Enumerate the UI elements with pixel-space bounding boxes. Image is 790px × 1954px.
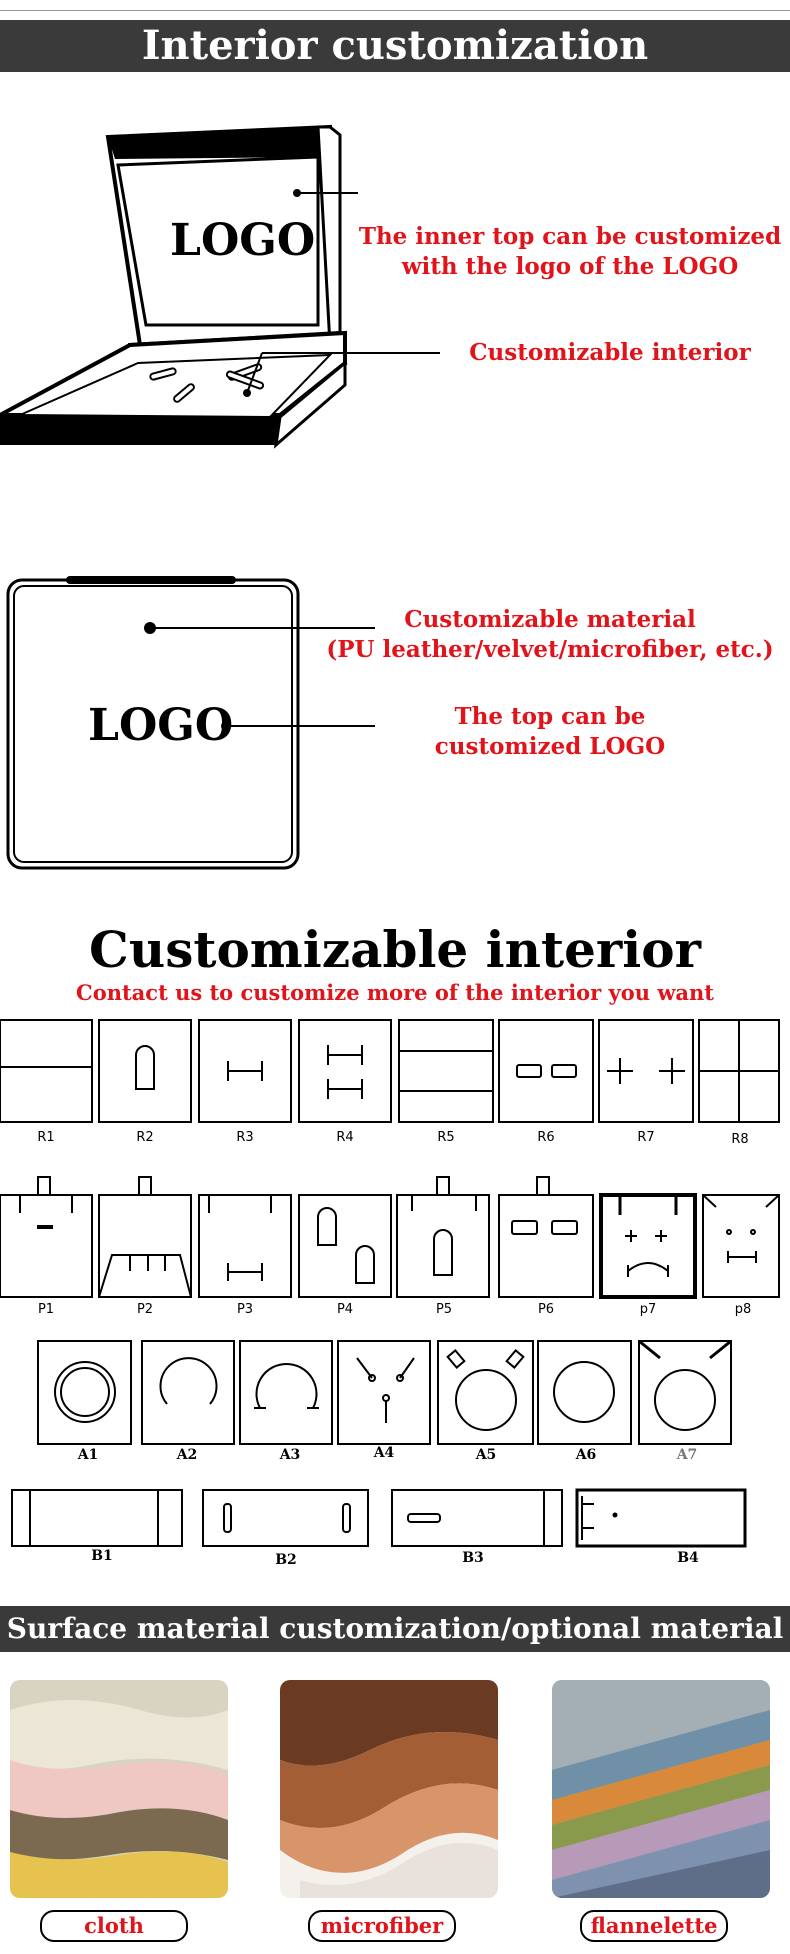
box2-logo: LOGO [88,700,234,751]
label-b2: B2 [275,1552,297,1568]
label-r6: R6 [537,1130,555,1145]
closed-box-illustration [6,576,375,870]
flannelette-image [552,1680,770,1898]
r-series-diagrams [0,1019,780,1123]
open-box-illustration [0,124,440,449]
cloth-image [10,1680,228,1898]
cloth-label: cloth [40,1910,188,1942]
label-r8: R8 [731,1132,749,1147]
label-a2: A2 [176,1447,198,1463]
top-rule [0,10,790,11]
box1-note-interior: Customizable interior [469,339,751,366]
interior-title: Customizable interior [89,920,701,979]
box1-note-line1: The inner top can be customized [358,223,782,250]
label-a6: A6 [575,1447,597,1463]
label-r7: R7 [637,1130,655,1145]
a-series-diagrams [37,1339,732,1445]
flannelette-label: flannelette [580,1910,728,1942]
label-p1: P1 [37,1302,55,1317]
label-p2: P2 [136,1302,154,1317]
label-b3: B3 [462,1550,484,1566]
label-a5: A5 [475,1447,497,1463]
cloth-swatch [10,1680,228,1898]
box2-material-line2: (PU leather/velvet/microfiber, etc.) [326,636,774,663]
label-a4: A4 [373,1445,395,1461]
box2-note-material: Customizable material (PU leather/velvet… [315,605,785,665]
interior-subtitle: Contact us to customize more of the inte… [75,980,715,1005]
banner-title: Interior customization [141,22,649,69]
microfiber-swatch [280,1680,498,1898]
box2-material-line1: Customizable material [404,606,696,633]
p-series-diagrams [0,1176,780,1299]
label-p4: P4 [336,1302,354,1317]
section-banner-interior: Interior customization [0,20,790,72]
label-a7: A7 [676,1447,698,1463]
b-series-diagrams [11,1488,747,1548]
box2-top-line1: The top can be [454,703,646,730]
box1-logo: LOGO [170,215,316,266]
label-p5: P5 [435,1302,453,1317]
label-r4: R4 [336,1130,354,1145]
label-p7: p7 [639,1302,657,1317]
flannelette-swatch [552,1680,770,1898]
label-a3: A3 [279,1447,301,1463]
label-r5: R5 [437,1130,455,1145]
box2-note-top: The top can be customized LOGO [400,702,700,762]
label-r2: R2 [136,1130,154,1145]
box2-top-line2: customized LOGO [434,733,666,760]
label-b4: B4 [677,1550,699,1566]
label-a1: A1 [77,1447,99,1463]
section-banner-materials: Surface material customization/optional … [0,1606,790,1652]
label-r1: R1 [37,1130,55,1145]
label-p6: P6 [537,1302,555,1317]
microfiber-image [280,1680,498,1898]
label-p3: P3 [236,1302,254,1317]
box1-note-line2: with the logo of the LOGO [401,253,739,280]
box1-note-top: The inner top can be customized with the… [355,222,785,282]
materials-title: Surface material customization/optional … [6,1612,784,1645]
label-p8: p8 [734,1302,752,1317]
label-b1: B1 [91,1548,113,1564]
label-r3: R3 [236,1130,254,1145]
microfiber-label: microfiber [308,1910,456,1942]
